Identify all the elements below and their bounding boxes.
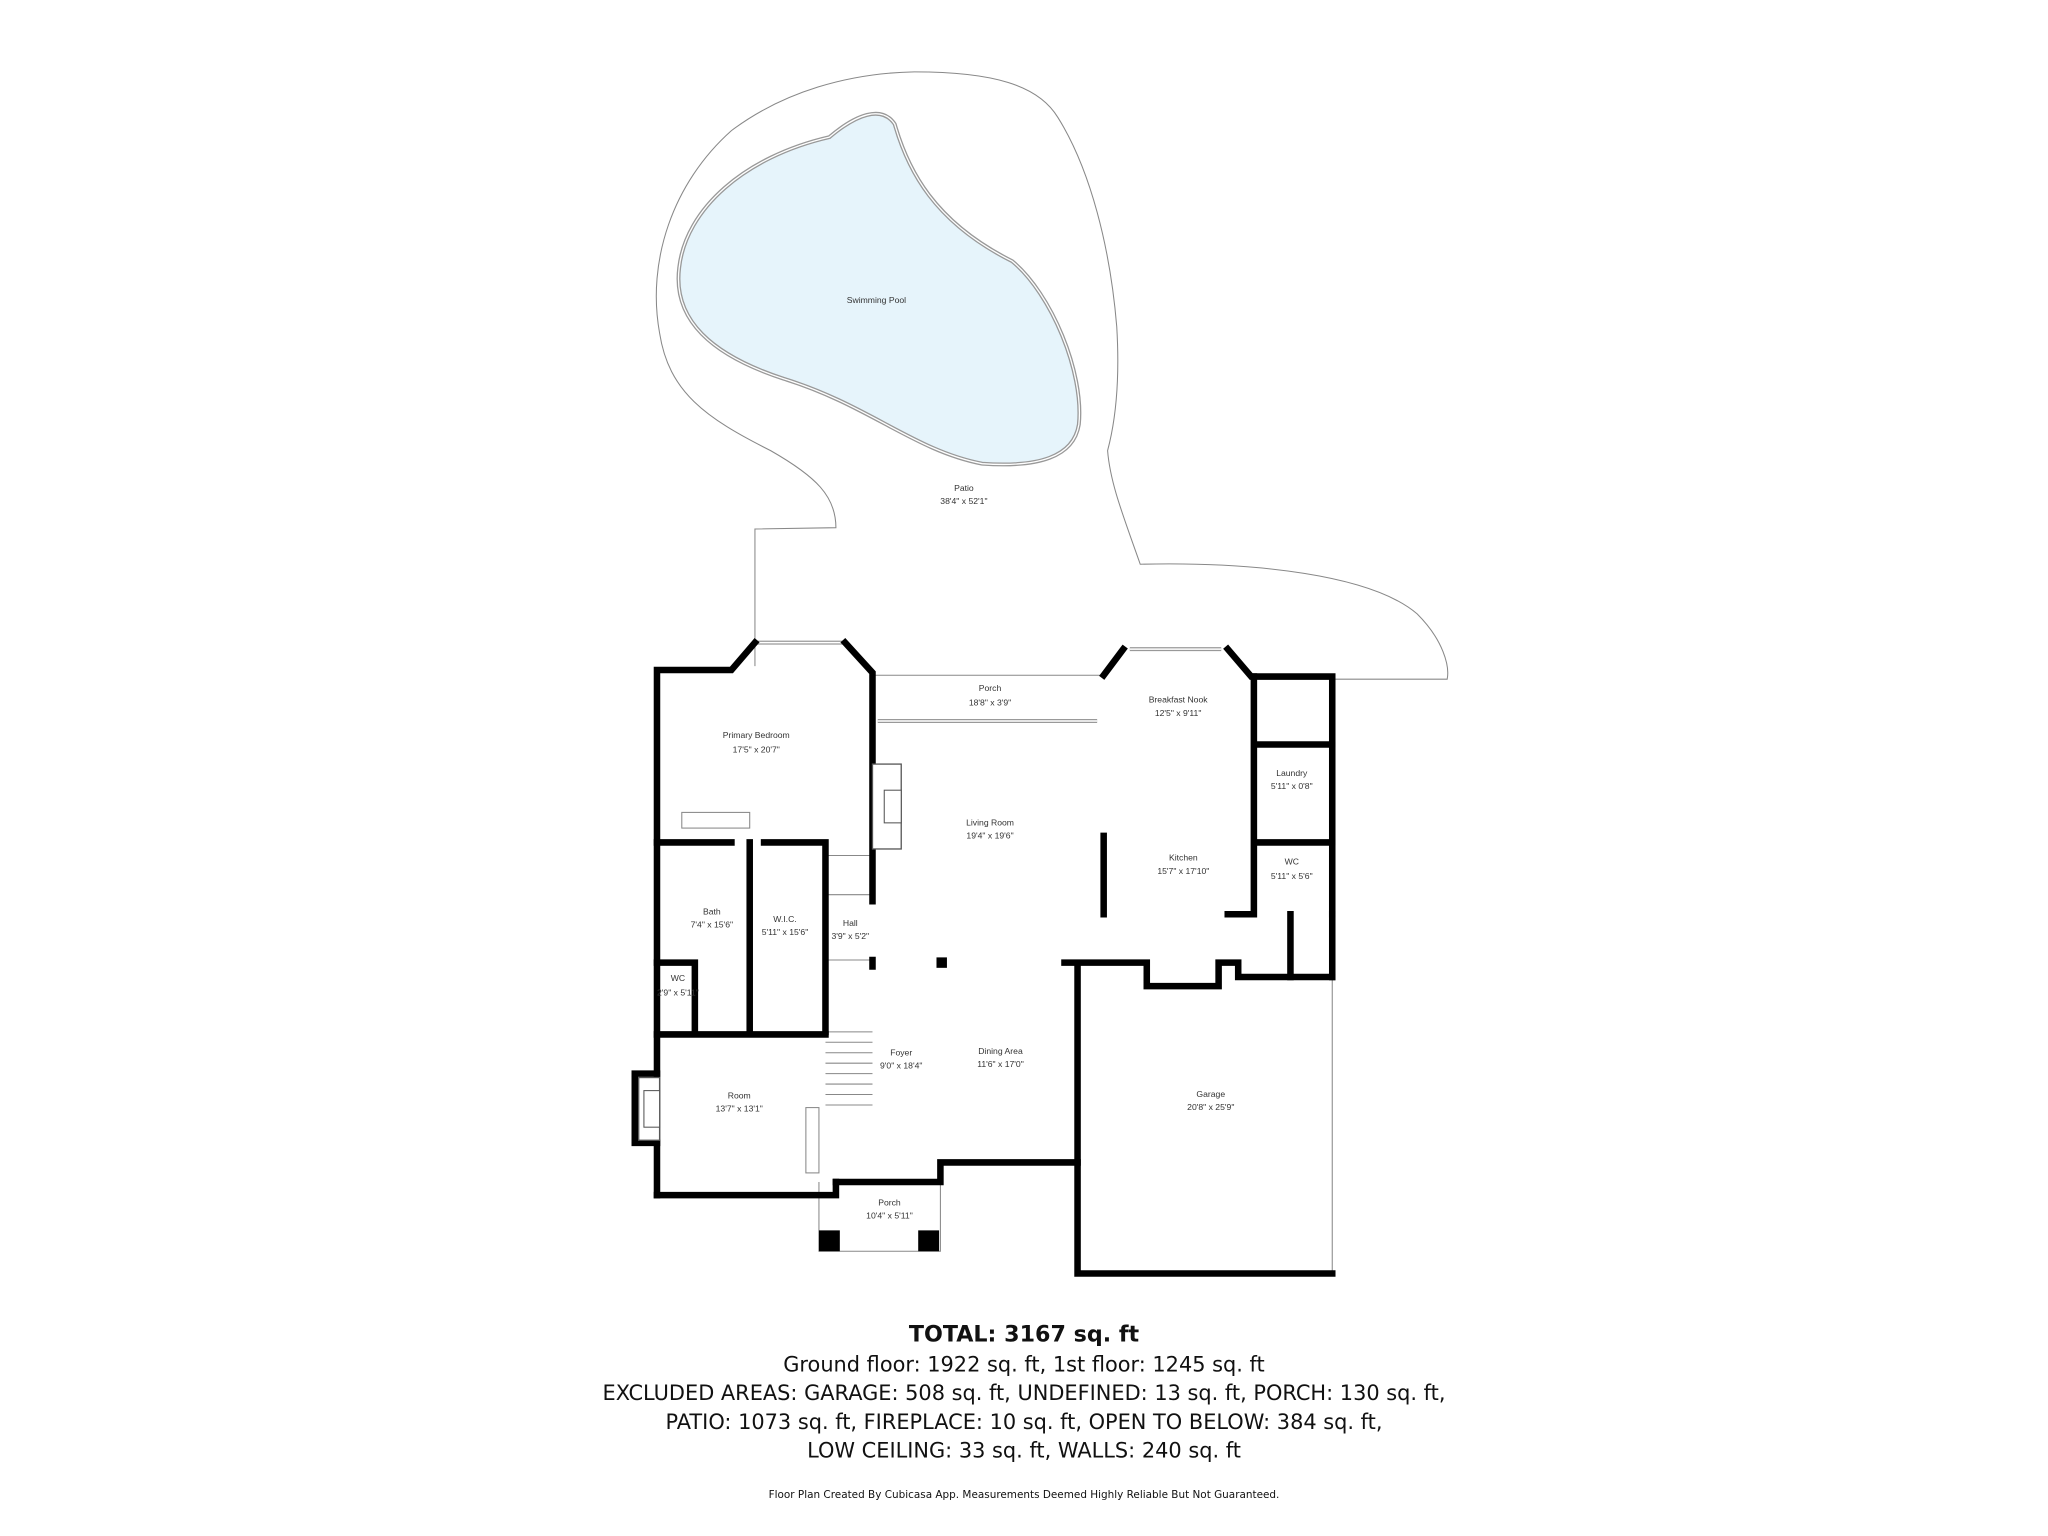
thin-lines xyxy=(681,674,1333,1274)
bath-label: Bath xyxy=(703,906,721,916)
hall-dim: 3'9" x 5'2" xyxy=(831,931,869,941)
patio-label: Patio xyxy=(954,483,974,493)
foyer-label: Foyer xyxy=(890,1047,912,1057)
living-room-label: Living Room xyxy=(966,817,1014,827)
wc-right-label: WC xyxy=(1285,857,1299,867)
kitchen-label: Kitchen xyxy=(1169,853,1198,863)
fireplaces xyxy=(638,763,902,1141)
porch-front-dim: 10'4" x 5'11" xyxy=(866,1211,913,1221)
laundry-label: Laundry xyxy=(1276,768,1308,778)
porch-front-label: Porch xyxy=(878,1198,901,1208)
dining-label: Dining Area xyxy=(978,1046,1023,1056)
swimming-pool xyxy=(676,111,1082,467)
living-room-dim: 19'4" x 19'6" xyxy=(966,831,1013,841)
breakfast-label: Breakfast Nook xyxy=(1149,695,1209,705)
pool-label: Swimming Pool xyxy=(847,295,906,305)
bath-dim: 7'4" x 15'6" xyxy=(691,919,733,929)
porch-back-label: Porch xyxy=(979,683,1002,693)
patio-dim: 38'4" x 52'1" xyxy=(940,496,987,506)
wc-left-label: WC xyxy=(671,973,685,983)
pool-edge xyxy=(677,113,1081,466)
room-dim: 13'7" x 13'1" xyxy=(716,1104,763,1114)
excluded-areas-2: PATIO: 1073 sq. ft, FIREPLACE: 10 sq. ft… xyxy=(666,1410,1383,1434)
room-label: Room xyxy=(728,1090,751,1100)
excluded-areas-3: LOW CEILING: 33 sq. ft, WALLS: 240 sq. f… xyxy=(807,1439,1241,1463)
dining-dim: 11'6" x 17'0" xyxy=(977,1059,1024,1069)
walls xyxy=(631,637,1336,1277)
total-area: TOTAL: 3167 sq. ft xyxy=(909,1321,1140,1347)
hall-label: Hall xyxy=(843,918,858,928)
laundry-dim: 5'11" x 0'8" xyxy=(1271,781,1313,791)
kitchen-dim: 15'7" x 17'10" xyxy=(1157,866,1209,876)
wc-left-dim: 2'9" x 5'11" xyxy=(657,987,699,997)
breakfast-dim: 12'5" x 9'11" xyxy=(1155,708,1202,718)
excluded-areas-1: EXCLUDED AREAS: GARAGE: 508 sq. ft, UNDE… xyxy=(603,1381,1446,1405)
primary-bedroom-label: Primary Bedroom xyxy=(723,730,790,740)
primary-bedroom-dim: 17'5" x 20'7" xyxy=(733,744,780,754)
credit-note: Floor Plan Created By Cubicasa App. Meas… xyxy=(769,1489,1280,1501)
floor-areas: Ground floor: 1922 sq. ft, 1st floor: 12… xyxy=(783,1352,1264,1376)
foyer-dim: 9'0" x 18'4" xyxy=(880,1060,922,1070)
wic-label: W.I.C. xyxy=(773,914,796,924)
patio-outline xyxy=(655,71,1449,680)
windows xyxy=(707,640,1261,1276)
garage-label: Garage xyxy=(1196,1089,1225,1099)
garage-dim: 20'8" x 25'9" xyxy=(1187,1102,1234,1112)
wc-right-dim: 5'11" x 5'6" xyxy=(1271,871,1313,881)
wic-dim: 5'11" x 15'6" xyxy=(762,927,809,937)
porch-back-dim: 18'8" x 3'9" xyxy=(969,697,1011,707)
